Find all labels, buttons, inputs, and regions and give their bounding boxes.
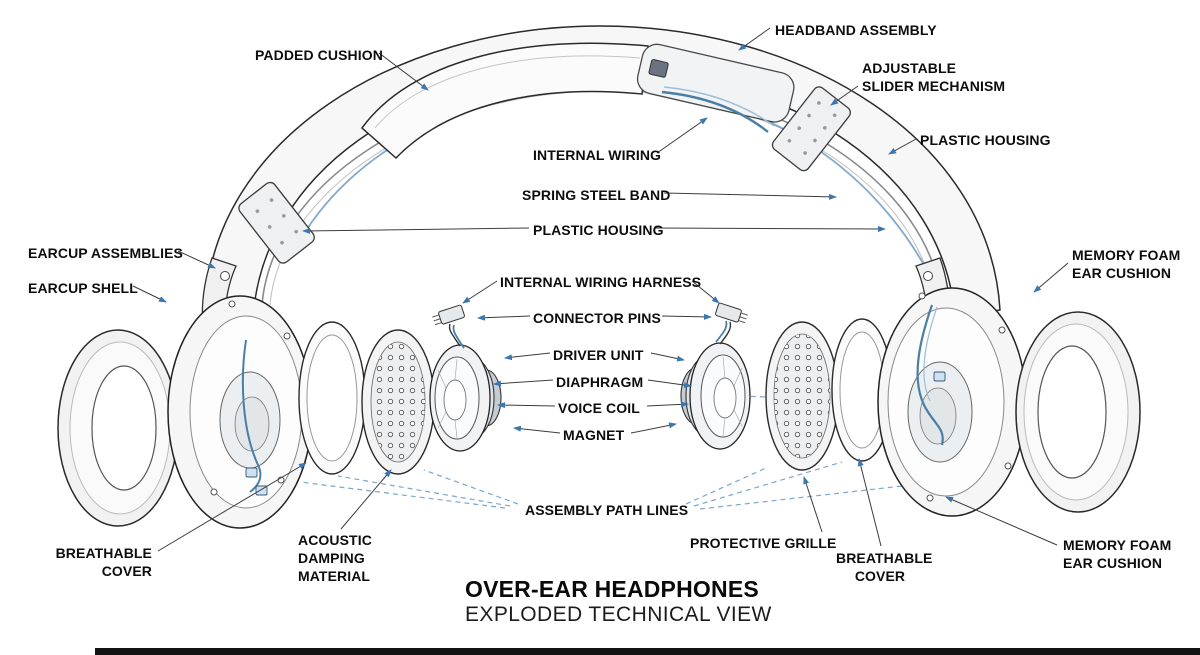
label-connector-pins: CONNECTOR PINS [533, 310, 661, 326]
left-earcup-shell-art [167, 295, 313, 529]
label-padded-cushion: PADDED CUSHION [255, 47, 383, 63]
label-memory-foam-ear-cushion-top-right: MEMORY FOAM EAR CUSHION [1072, 247, 1181, 282]
label-voice-coil: VOICE COIL [558, 400, 640, 416]
right-earcup-shell-art [877, 287, 1027, 517]
label-driver-unit: DRIVER UNIT [553, 347, 644, 363]
left-breathable-cover-art [298, 321, 366, 475]
right-breathable-cover-art [831, 318, 893, 462]
label-plastic-housing-upper-right: PLASTIC HOUSING [920, 132, 1051, 148]
label-earcup-assemblies: EARCUP ASSEMBLIES [28, 245, 183, 261]
right-driver-unit-art [680, 302, 751, 450]
label-earcup-shell: EARCUP SHELL [28, 280, 138, 296]
label-internal-wiring-harness: INTERNAL WIRING HARNESS [500, 274, 702, 290]
label-protective-grille: PROTECTIVE GRILLE [690, 535, 837, 551]
label-internal-wiring: INTERNAL WIRING [533, 147, 662, 163]
label-spring-steel-band: SPRING STEEL BAND [522, 187, 671, 203]
label-breathable-cover-right: BREATHABLE COVER [836, 550, 933, 585]
label-plastic-housing-center: PLASTIC HOUSING [533, 222, 664, 238]
right-ear-cushion-art [1015, 311, 1141, 513]
label-assembly-path-lines: ASSEMBLY PATH LINES [525, 502, 689, 518]
label-magnet: MAGNET [563, 427, 625, 443]
padded-cushion-art [360, 42, 649, 160]
label-headband-assembly: HEADBAND ASSEMBLY [775, 22, 937, 38]
label-acoustic-damping-material: ACOUSTIC DAMPING MATERIAL [298, 532, 372, 585]
headband-inner-assembly-art [636, 43, 795, 123]
left-band-connector-art [238, 181, 315, 264]
left-ear-cushion-art [57, 329, 179, 527]
acoustic-damping-art [361, 329, 435, 475]
adjustable-slider-art [771, 86, 851, 172]
diagram-title: OVER-EAR HEADPHONES [465, 576, 759, 602]
left-driver-unit-art [429, 304, 502, 452]
diagram-subtitle: EXPLODED TECHNICAL VIEW [465, 603, 772, 626]
label-breathable-cover-left: BREATHABLE COVER [55, 545, 152, 580]
label-memory-foam-ear-cushion-bottom-right: MEMORY FOAM EAR CUSHION [1063, 537, 1172, 572]
leader-lines [132, 27, 1069, 552]
label-adjustable-slider-mechanism: ADJUSTABLE SLIDER MECHANISM [862, 60, 1006, 95]
bottom-crop-bar [95, 648, 1200, 655]
label-diaphragm: DIAPHRAGM [556, 374, 644, 390]
protective-grille-art [765, 321, 839, 471]
